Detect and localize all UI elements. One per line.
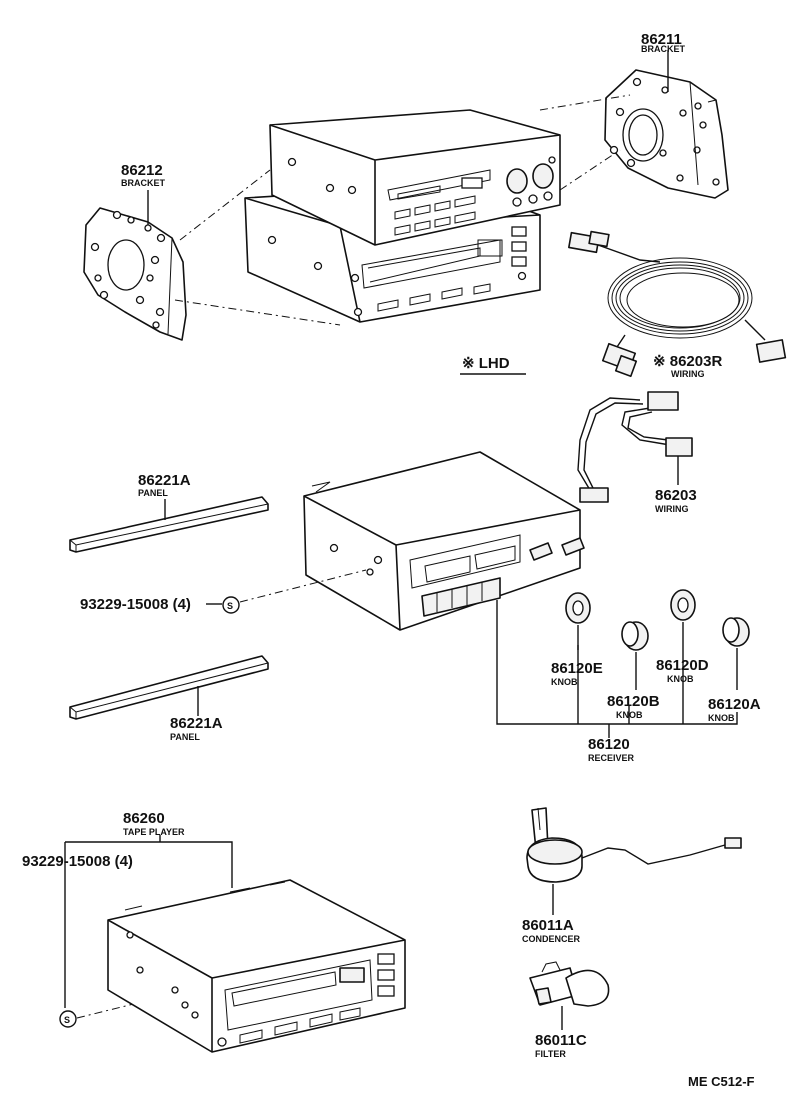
label-condenser-number: 86011A — [522, 917, 574, 934]
label-86211-number: 86211 — [641, 31, 682, 48]
tape-player-86260[interactable] — [107, 879, 406, 1053]
screw-symbol-receiver — [222, 596, 240, 614]
label-knob-d-number: 86120D — [656, 657, 709, 674]
filter-86011c[interactable] — [529, 961, 610, 1007]
label-86203-name: WIRING — [655, 504, 689, 514]
label-86212-name: BRACKET — [121, 178, 166, 188]
receiver-86120[interactable] — [303, 451, 585, 631]
label-86203-number: 86203 — [655, 487, 697, 504]
knob-86120a[interactable] — [722, 617, 750, 647]
label-knob-b-number: 86120B — [607, 693, 660, 710]
label-knob-a-name: KNOB — [708, 713, 735, 723]
label-knob-e-number: 86120E — [551, 660, 603, 677]
panel-lower-86221a[interactable] — [69, 655, 269, 720]
knob-86120d[interactable] — [670, 589, 696, 621]
wiring-harness-86203[interactable] — [577, 391, 693, 503]
lhd-note: ※ LHD — [462, 355, 510, 372]
wiring-harness-86203r[interactable] — [568, 230, 787, 378]
knob-86120e[interactable] — [565, 592, 591, 624]
label-screw-tape-number: 93229-15008 (4) — [22, 853, 133, 870]
label-86203r-name: WIRING — [671, 369, 705, 379]
diagram-code: ME C512-F — [688, 1074, 755, 1089]
screw-symbol-tape — [59, 1010, 77, 1028]
label-86203r-number: ※ 86203R — [653, 353, 722, 370]
label-condenser-name: CONDENCER — [522, 934, 581, 944]
label-knob-d-name: KNOB — [667, 674, 694, 684]
label-knob-b-name: KNOB — [616, 710, 643, 720]
label-86211-name: BRACKET — [641, 44, 686, 54]
label-screw-receiver-number: 93229-15008 (4) — [80, 596, 191, 613]
knob-86120b[interactable] — [621, 621, 649, 651]
label-panel-lower-name: PANEL — [170, 732, 200, 742]
bracket-86212[interactable] — [83, 207, 187, 341]
label-receiver-name: RECEIVER — [588, 753, 635, 763]
label-tape-player-number: 86260 — [123, 810, 165, 827]
label-panel-upper-name: PANEL — [138, 488, 168, 498]
condenser-86011a[interactable] — [526, 807, 742, 883]
panel-upper-86221a[interactable] — [69, 496, 269, 553]
screw-symbol-receiver-letter: S — [227, 601, 233, 611]
label-86212-number: 86212 — [121, 162, 163, 179]
label-knob-a-number: 86120A — [708, 696, 761, 713]
label-panel-lower-number: 86221A — [170, 715, 223, 732]
label-filter-number: 86011C — [535, 1032, 587, 1049]
label-knob-e-name: KNOB — [551, 677, 578, 687]
bracket-86211[interactable] — [604, 69, 729, 199]
label-tape-player-name: TAPE PLAYER — [123, 827, 185, 837]
label-panel-upper-number: 86221A — [138, 472, 191, 489]
screw-symbol-tape-letter: S — [64, 1015, 70, 1025]
stacked-radio-units — [174, 94, 631, 326]
label-filter-name: FILTER — [535, 1049, 566, 1059]
label-receiver-number: 86120 — [588, 736, 630, 753]
